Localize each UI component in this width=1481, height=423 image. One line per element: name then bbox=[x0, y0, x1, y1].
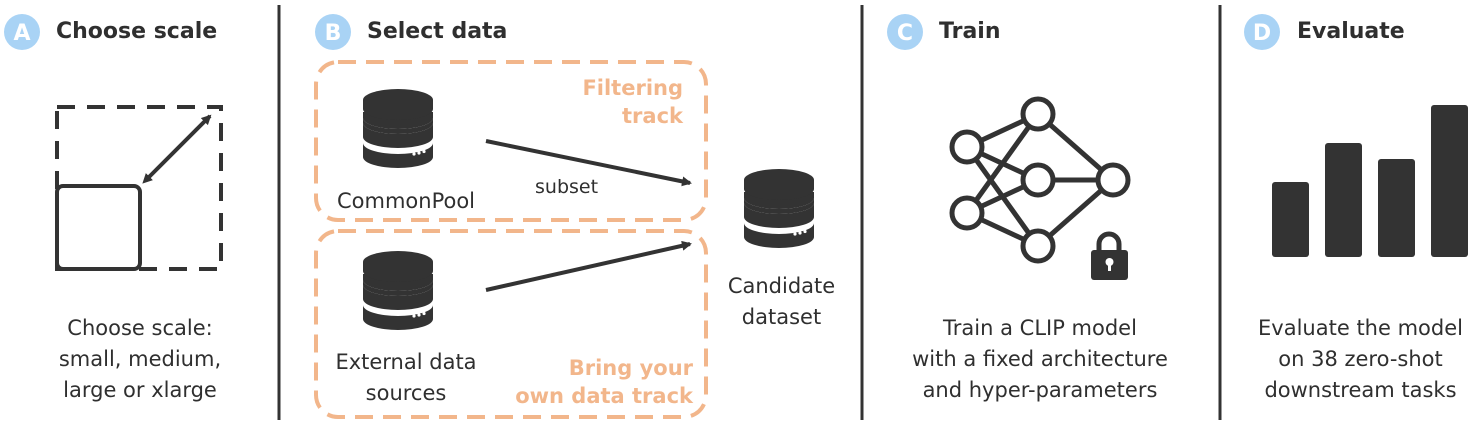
commonpool-database-icon bbox=[363, 89, 433, 168]
bar-2 bbox=[1325, 143, 1362, 257]
scale-resize-icon bbox=[55, 105, 223, 271]
byod-track-line: own data track bbox=[515, 384, 693, 408]
candidate-dataset-line: dataset bbox=[741, 305, 822, 329]
external-sources-database-icon bbox=[363, 251, 433, 330]
lock-icon bbox=[1091, 231, 1128, 280]
external-sources-line: sources bbox=[365, 381, 447, 405]
panel-a-title: Choose scale bbox=[56, 19, 218, 44]
panel-c-desc-line: with a fixed architecture bbox=[912, 347, 1168, 371]
subset-arrow-label: subset bbox=[535, 176, 599, 198]
badge-b: B bbox=[315, 14, 351, 50]
panel-c-description: Train a CLIP model with a fixed architec… bbox=[880, 313, 1200, 406]
panel-d-description: Evaluate the model on 38 zero-shot downs… bbox=[1240, 313, 1481, 406]
panel-b-title: Select data bbox=[367, 19, 508, 44]
panel-c-desc-line: Train a CLIP model bbox=[943, 316, 1137, 340]
byod-track-label: Bring your own data track bbox=[470, 354, 693, 410]
badge-a: A bbox=[4, 14, 40, 50]
svg-text:C: C bbox=[897, 21, 913, 46]
panel-c-desc-line: and hyper-parameters bbox=[922, 378, 1158, 402]
panel-a-desc-line: small, medium, bbox=[58, 347, 222, 371]
byod-track-box bbox=[314, 229, 708, 419]
panel-d-desc-line: on 38 zero-shot bbox=[1278, 347, 1443, 371]
candidate-dataset-database-icon bbox=[744, 169, 814, 248]
panel-d-desc-line: downstream tasks bbox=[1264, 378, 1457, 402]
external-sources-line: External data bbox=[335, 350, 477, 374]
badge-d: D bbox=[1244, 14, 1280, 50]
external-arrow bbox=[485, 240, 692, 292]
bar-chart-icon bbox=[1272, 105, 1468, 257]
commonpool-label: CommonPool bbox=[336, 189, 476, 213]
svg-text:A: A bbox=[13, 21, 30, 46]
panel-d-title: Evaluate bbox=[1297, 19, 1405, 44]
svg-text:D: D bbox=[1253, 21, 1271, 46]
filtering-track-box bbox=[314, 60, 708, 222]
panel-a-description: Choose scale: small, medium, large or xl… bbox=[20, 313, 260, 406]
panel-d-desc-line: Evaluate the model bbox=[1258, 316, 1463, 340]
filtering-track-line: track bbox=[622, 104, 683, 128]
badge-c: C bbox=[887, 14, 923, 50]
neural-network-icon bbox=[949, 96, 1131, 264]
svg-text:B: B bbox=[325, 21, 342, 46]
external-sources-label: External data sources bbox=[318, 347, 494, 409]
candidate-dataset-label: Candidate dataset bbox=[714, 271, 849, 333]
filtering-track-label: Filtering track bbox=[500, 74, 683, 130]
panel-c-title: Train bbox=[939, 19, 1001, 44]
bar-4 bbox=[1431, 105, 1468, 257]
panel-a-desc-line: large or xlarge bbox=[63, 378, 217, 402]
filtering-track-line: Filtering bbox=[582, 76, 683, 100]
subset-arrow bbox=[485, 139, 692, 187]
byod-track-line: Bring your bbox=[568, 356, 693, 380]
candidate-dataset-line: Candidate bbox=[727, 274, 836, 298]
panel-a-desc-line: Choose scale: bbox=[67, 316, 213, 340]
bar-3 bbox=[1378, 159, 1415, 257]
bar-1 bbox=[1272, 182, 1309, 257]
